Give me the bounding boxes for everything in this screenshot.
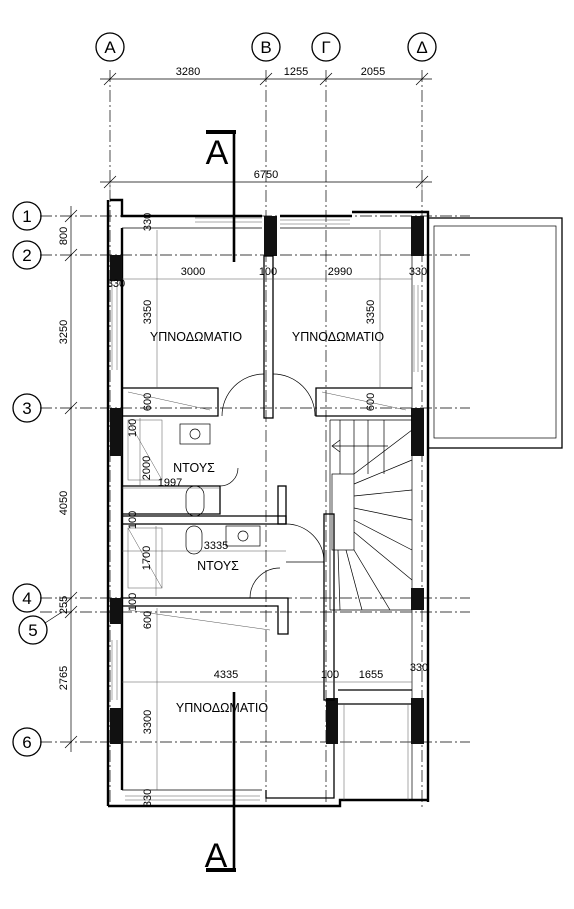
dim-int-bath-lower-width: 3335 (204, 540, 228, 552)
windows (111, 217, 419, 801)
grid-bubble-3: 3 (12, 393, 42, 423)
grid-bubble-4: 4 (12, 583, 42, 613)
column-bubbles: Α Β Γ Δ (95, 32, 437, 62)
dim-int-wall-left: 330 (107, 278, 125, 290)
grid-bubble-1: 1 (12, 201, 42, 231)
dim-int-wall-right-bottom: 330 (410, 662, 428, 674)
shower-lower (127, 527, 163, 589)
dim-int-room-right-width: 2990 (328, 266, 352, 278)
dim-int-room-right-depth: 3350 (365, 300, 377, 324)
grid-bubble-g: Γ (311, 32, 341, 62)
dim-int-room-left-depth: 3350 (142, 300, 154, 324)
grid-bubble-a: Α (95, 32, 125, 62)
grid-bubble-2: 2 (12, 240, 42, 270)
dim-int-wardrobe-right: 600 (365, 393, 377, 411)
dim-int-room-bottom-depth: 3300 (142, 710, 154, 734)
dim-int-room-left-width: 3000 (181, 266, 205, 278)
grid-label-d: Δ (416, 38, 427, 57)
shower-upper (127, 419, 163, 481)
columns (110, 216, 424, 744)
grid-label-a: Α (104, 38, 116, 57)
room-label-bedroom-bottom: ΥΠΝΟΔΩΜΑΤΙΟ (176, 701, 268, 715)
dim-top-g-d: 2055 (361, 66, 385, 78)
grid-label-4: 4 (22, 589, 31, 608)
dim-left-2-3: 3250 (58, 320, 70, 344)
row-bubbles: 1 2 3 4 5 6 (12, 201, 63, 757)
dim-top-b-g: 1255 (284, 66, 308, 78)
dim-int-partition: 100 (259, 266, 277, 278)
toilet-lower (185, 525, 203, 555)
dim-int-wall-right: 330 (409, 266, 427, 278)
room-label-bedroom-right: ΥΠΝΟΔΩΜΑΤΙΟ (292, 330, 384, 344)
dim-left-5-6: 2765 (58, 666, 70, 690)
exterior-walls (106, 198, 430, 808)
dim-left-4-5: 255 (58, 596, 70, 614)
left-dimension-lines (64, 206, 78, 752)
washbasin-lower (225, 525, 261, 547)
grid-label-6: 6 (22, 733, 31, 752)
dim-top-a-b: 3280 (176, 66, 200, 78)
dim-int-wall-top: 330 (142, 213, 154, 231)
grid-label-5: 5 (28, 621, 37, 640)
dim-left-1-2: 800 (58, 227, 70, 245)
dim-int-wall-row4: 100 (127, 593, 139, 611)
dim-left-3-4: 4050 (58, 491, 70, 515)
room-label-shower-lower: ΝΤΟΥΣ (197, 559, 239, 573)
grid-label-b: Β (260, 38, 271, 57)
room-label-shower-upper: ΝΤΟΥΣ (173, 461, 215, 475)
top-dimension-lines (100, 72, 432, 200)
dim-int-bath-wall-lower: 100 (127, 511, 139, 529)
dim-int-wall-bottom: 330 (142, 789, 154, 807)
washbasin-upper (179, 423, 211, 445)
grid-label-1: 1 (22, 207, 31, 226)
room-label-bedroom-left: ΥΠΝΟΔΩΜΑΤΙΟ (150, 330, 242, 344)
dim-top-overall: 6750 (254, 169, 278, 181)
dim-int-stair-width: 1655 (359, 669, 383, 681)
balcony (427, 217, 563, 449)
dim-int-partition-bottom: 100 (321, 669, 339, 681)
dim-int-wardrobe-bottom: 600 (142, 611, 154, 629)
section-label-top: Α (206, 134, 229, 172)
section-label-bottom: Α (205, 837, 228, 875)
dim-int-bath-upper-depth: 2000 (141, 456, 153, 480)
grid-axes (40, 70, 470, 810)
section-cut (206, 130, 236, 872)
grid-bubble-b: Β (251, 32, 281, 62)
interior-dimension-lines (122, 230, 412, 790)
dim-int-room-bottom-width: 4335 (214, 669, 238, 681)
grid-bubble-d: Δ (407, 32, 437, 62)
staircase (329, 419, 413, 800)
interior-walls (122, 255, 412, 799)
grid-label-2: 2 (22, 246, 31, 265)
grid-label-3: 3 (22, 399, 31, 418)
dim-int-wardrobe-left: 600 (142, 393, 154, 411)
grid-bubble-5: 5 (18, 611, 63, 645)
dim-int-bath-upper-width: 1997 (158, 477, 182, 489)
doors (219, 373, 325, 599)
dim-int-bath-lower-depth: 1700 (141, 546, 153, 570)
dim-int-bath-wall-upper: 100 (127, 419, 139, 437)
bathroom-fixtures (127, 391, 407, 631)
toilet-upper (185, 485, 205, 517)
grid-label-g: Γ (321, 38, 330, 57)
grid-bubble-6: 6 (12, 727, 42, 757)
